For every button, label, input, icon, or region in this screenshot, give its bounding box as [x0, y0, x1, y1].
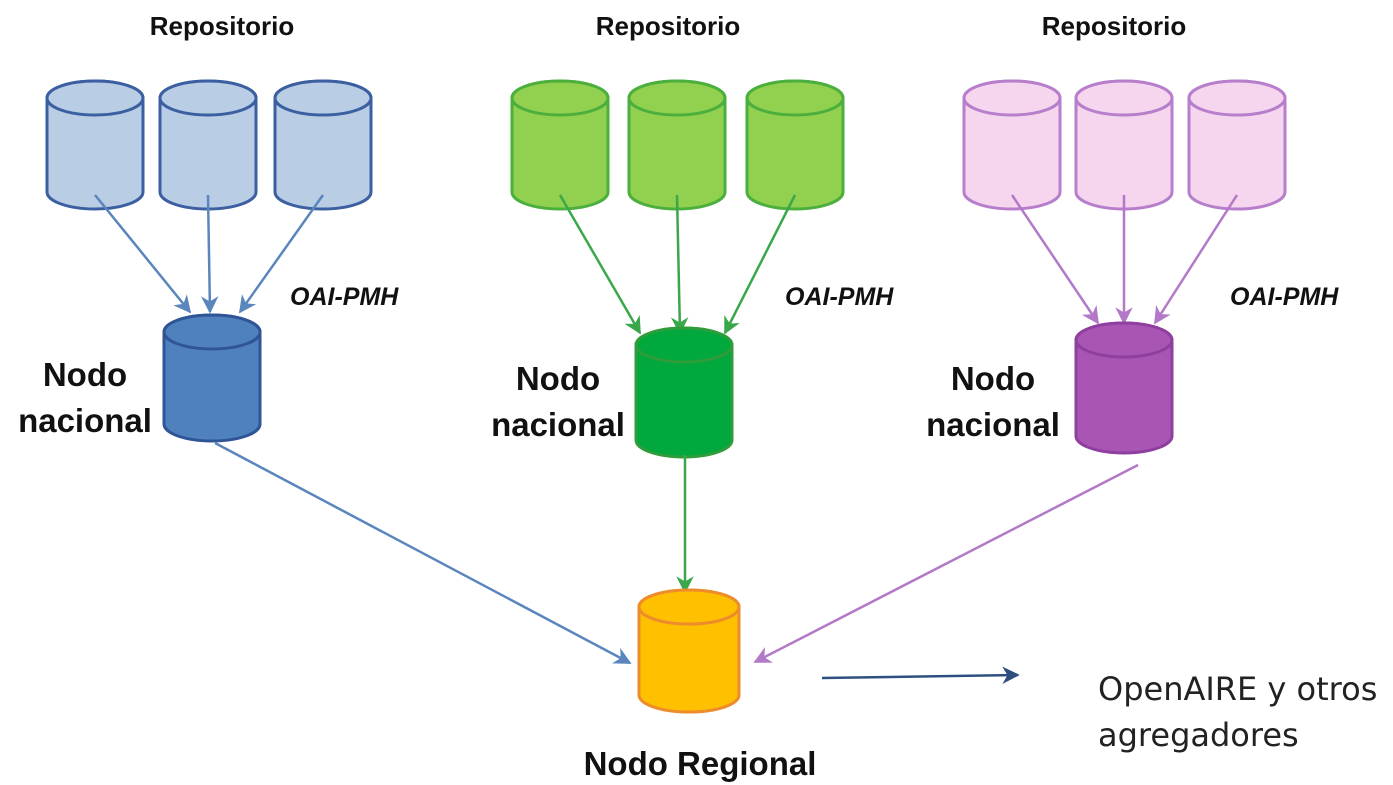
harvest-arrow — [200, 194, 219, 314]
harvest-arrows-1 — [94, 194, 325, 314]
aggregators-label-line2: agregadores — [1098, 716, 1299, 754]
repo-cylinder-1b — [158, 79, 258, 211]
group-3: Repositorio OAI-PMH Nodo nacional — [926, 11, 1339, 455]
national-node-label-3a: Nodo — [951, 360, 1035, 397]
harvest-arrow — [1010, 194, 1100, 325]
cylinder-top — [510, 79, 610, 117]
repo-cylinder-1c — [273, 79, 373, 211]
aggregators-label-line1: OpenAIRE y otros — [1098, 670, 1377, 708]
repo-cylinder-3a — [962, 79, 1062, 211]
repo-heading-2: Repositorio — [596, 11, 740, 41]
cylinder-top — [634, 326, 734, 364]
harvest-arrows-3 — [1010, 194, 1239, 325]
cylinder-top — [1074, 79, 1174, 117]
protocol-label-3: OAI-PMH — [1230, 283, 1339, 311]
aggregator-arrow — [821, 666, 1020, 684]
cylinder-top — [1074, 321, 1174, 359]
repo-cylinder-3b — [1074, 79, 1174, 211]
cylinder-top — [162, 313, 262, 351]
repo-cylinder-1a — [45, 79, 145, 211]
cylinder-top — [627, 79, 727, 117]
national-to-regional-arrows — [214, 441, 1139, 665]
cylinder-top — [45, 79, 145, 117]
repo-cylinder-2c — [745, 79, 845, 211]
harvest-arrow — [670, 194, 689, 335]
cylinder-top — [158, 79, 258, 117]
harvest-arrow — [723, 194, 797, 335]
national-to-regional-arrow — [753, 463, 1139, 664]
cylinder-top — [962, 79, 1062, 117]
harvest-arrows-2 — [558, 194, 797, 335]
repo-heading-3: Repositorio — [1042, 11, 1186, 41]
repo-cylinder-2b — [627, 79, 727, 211]
protocol-label-1: OAI-PMH — [290, 283, 399, 311]
harvest-arrow — [94, 194, 192, 314]
repo-cylinder-3c — [1187, 79, 1287, 211]
national-node-label-3b: nacional — [926, 406, 1060, 443]
protocol-label-2: OAI-PMH — [785, 283, 894, 311]
national-to-regional-arrow — [214, 441, 632, 665]
national-node-cylinder-2 — [634, 326, 734, 459]
regional-node-label: Nodo Regional — [584, 745, 817, 782]
group-1: Repositorio OAI-PMH Nodo nacional — [18, 11, 399, 443]
repo-cylinder-2a — [510, 79, 610, 211]
national-node-cylinder-1 — [162, 313, 262, 443]
national-node-label-1a: Nodo — [43, 356, 127, 393]
regional-to-aggregators-arrow — [821, 666, 1020, 684]
repo-heading-1: Repositorio — [150, 11, 294, 41]
cylinder-top — [637, 588, 741, 626]
harvest-arrow — [558, 194, 642, 335]
national-node-label-2a: Nodo — [516, 360, 600, 397]
national-node-label-2b: nacional — [491, 406, 625, 443]
national-node-label-1b: nacional — [18, 402, 152, 439]
harvest-arrow — [1153, 194, 1239, 325]
regional-node-cylinder — [637, 588, 741, 714]
cylinder-top — [745, 79, 845, 117]
group-2: Repositorio OAI-PMH Nodo nacional — [491, 11, 894, 459]
cylinder-top — [1187, 79, 1287, 117]
regional-node: Nodo Regional — [584, 588, 817, 782]
harvest-arrow — [238, 194, 325, 314]
cylinder-top — [273, 79, 373, 117]
national-node-cylinder-3 — [1074, 321, 1174, 455]
